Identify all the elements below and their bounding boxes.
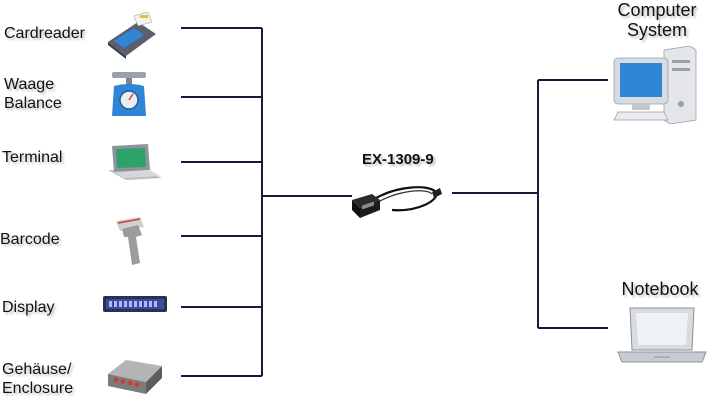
label-notebook: Notebook (621, 279, 699, 299)
label-barcode: Barcode (0, 231, 60, 248)
terminal-icon (108, 144, 162, 180)
scale-icon (112, 72, 146, 116)
adapter-label: EX-1309-9 (362, 151, 434, 168)
desktop-computer-icon (613, 46, 697, 124)
label-waage-balance: Waage Balance (4, 76, 62, 112)
led-display-icon (103, 296, 167, 312)
usb-serial-adapter-icon (352, 186, 442, 218)
notebook-icon (617, 307, 707, 363)
barcode-scanner-icon (116, 217, 144, 265)
label-gehaeuse-enclosure: Gehäuse/ Enclosure (2, 361, 74, 397)
label-terminal: Terminal (2, 149, 63, 166)
label-cardreader: Cardreader (4, 25, 85, 42)
enclosure-icon (108, 360, 162, 394)
label-display: Display (2, 299, 55, 316)
card-reader-icon (108, 12, 156, 59)
label-computer-system: Computer System (617, 0, 697, 40)
